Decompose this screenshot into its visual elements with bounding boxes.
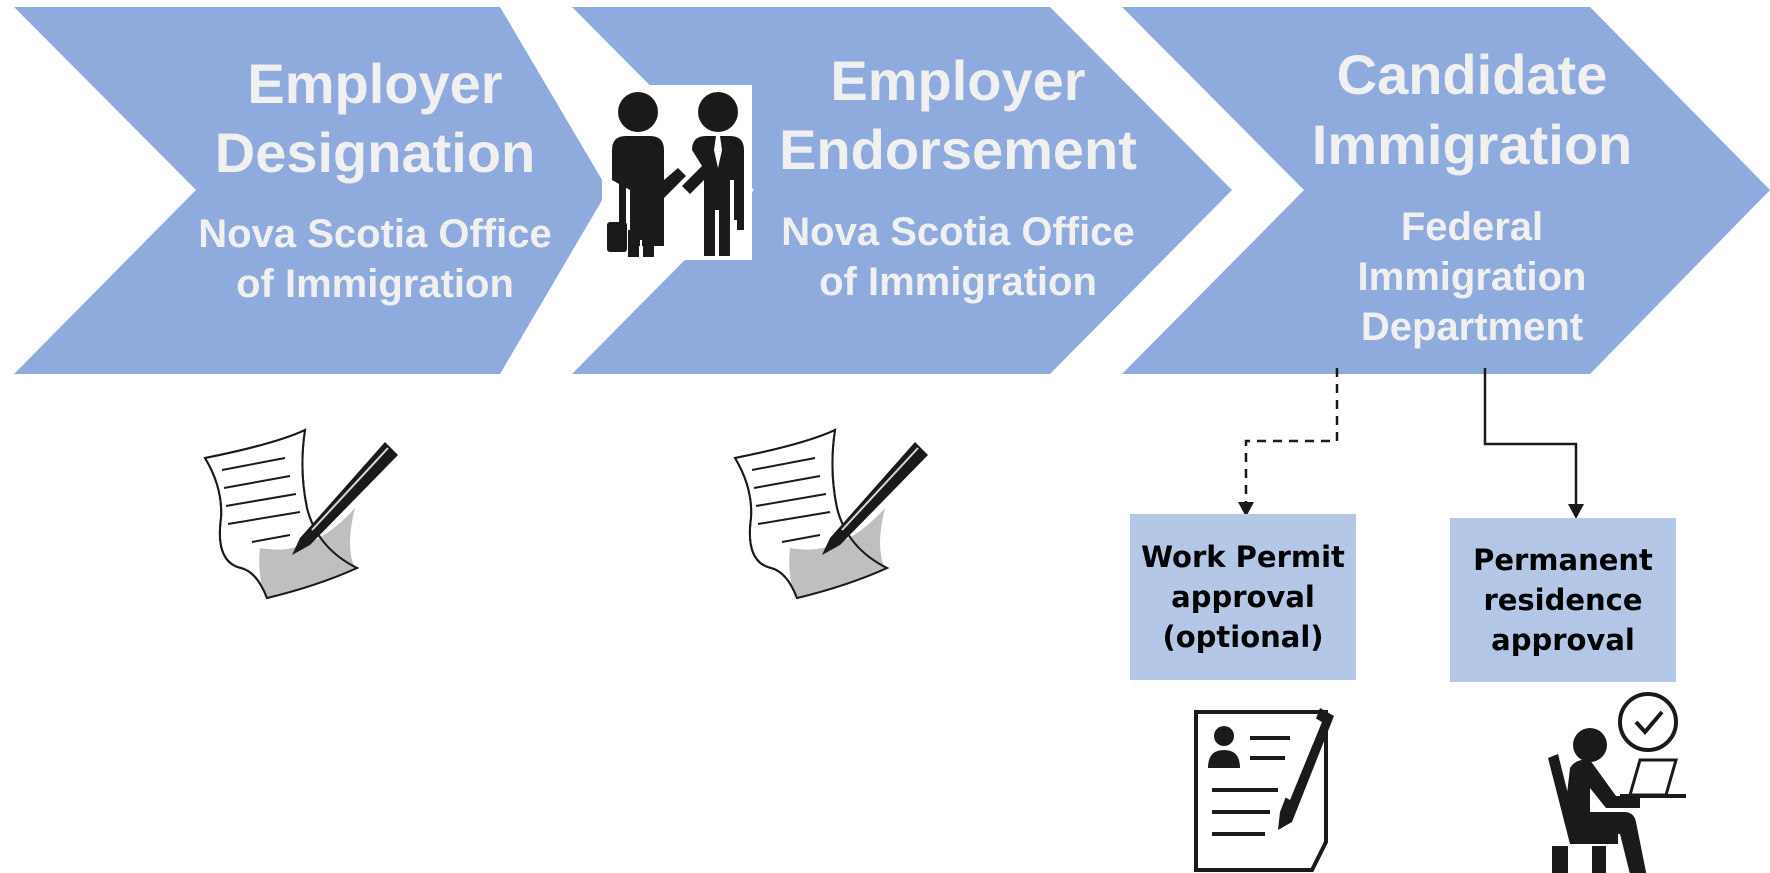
dashed-connector-arrow — [1238, 368, 1339, 517]
handshake-icon — [602, 85, 752, 260]
stage-3-chevron — [1122, 7, 1770, 374]
stage-3-sub-line3: Department — [1361, 305, 1583, 349]
stage-2-title-line2: Endorsement — [779, 118, 1137, 181]
stage-3-title-line2: Immigration — [1312, 113, 1632, 176]
stage-3-sub-line1: Federal — [1401, 205, 1543, 249]
stage-1-title-line1: Employer — [247, 52, 502, 115]
permanent-residence-approval-box: Permanent residence approval — [1450, 518, 1676, 682]
stage-3-title-line1: Candidate — [1337, 43, 1608, 106]
stage-1-sub-line1: Nova Scotia Office — [198, 212, 551, 256]
stage-2-title-line1: Employer — [830, 49, 1085, 112]
stage-1-chevron — [14, 7, 608, 374]
permanent-residence-approval-label: Permanent residence approval — [1473, 543, 1653, 657]
work-permit-approval-box: Work Permit approval (optional) — [1130, 514, 1356, 680]
solid-connector-arrow — [1483, 368, 1584, 519]
stage-2-sub-line2: of Immigration — [819, 260, 1097, 304]
person-at-laptop-clock-icon — [1548, 692, 1686, 873]
document-signing-icon — [203, 428, 398, 600]
stage-1-title-line2: Designation — [215, 121, 535, 184]
stage-3-sub-line2: Immigration — [1358, 255, 1587, 299]
stage-2-sub-line1: Nova Scotia Office — [781, 210, 1134, 254]
stage-1-sub-line2: of Immigration — [236, 262, 514, 306]
work-permit-approval-label: Work Permit approval (optional) — [1141, 540, 1345, 654]
resume-pen-icon — [1194, 708, 1334, 872]
document-signing-icon — [733, 428, 928, 600]
